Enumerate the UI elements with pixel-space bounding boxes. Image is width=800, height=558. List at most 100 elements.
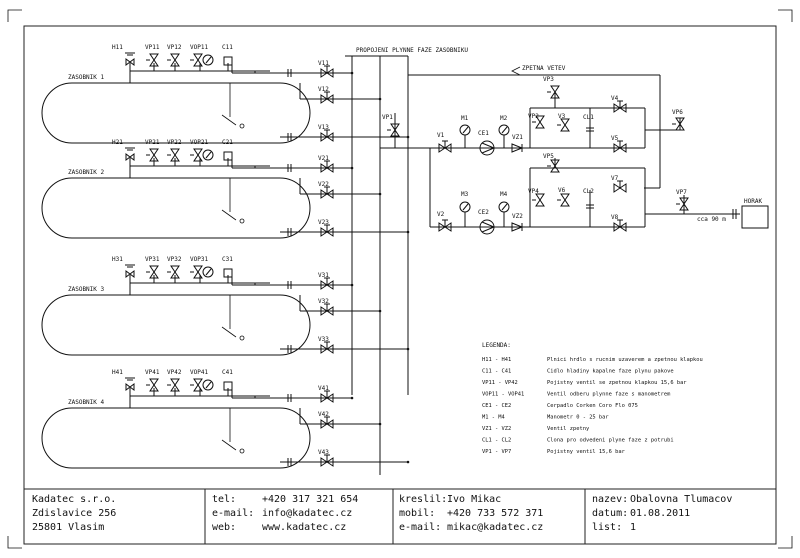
check-valve-vz2: [511, 222, 524, 232]
company-name: Kadatec s.r.o.: [32, 494, 116, 505]
gas-takeoff-valve: [190, 378, 203, 392]
name-value: Obalovna Tlumacov: [630, 494, 732, 505]
legend-title: LEGENDA:: [482, 342, 511, 349]
relief-valve-label: VP11: [145, 44, 160, 51]
vp6-label: VP6: [672, 109, 683, 116]
legend-code: VP1 - VP7: [482, 449, 511, 455]
relief-valve: [167, 378, 180, 392]
tank-name: ZASOBNIK 3: [68, 286, 105, 293]
relief-valve: [146, 265, 159, 279]
legend-code: VOP11 - VOP41: [482, 392, 524, 398]
tank-name: ZASOBNIK 4: [68, 399, 105, 406]
v1-label: V1: [437, 132, 445, 139]
web-value[interactable]: www.kadatec.cz: [262, 522, 346, 533]
relief-valve: [167, 53, 180, 67]
gas-takeoff-valve: [190, 53, 203, 67]
email-value[interactable]: info@kadatec.cz: [262, 508, 352, 519]
cl2-label: CL2: [583, 188, 594, 195]
relief-valve: [146, 53, 159, 67]
mobile-value: +420 733 572 371: [447, 508, 543, 519]
legend-code: CL1 - CL2: [482, 438, 511, 444]
v2-label: V2: [437, 211, 445, 218]
v3-label: V3: [558, 113, 566, 120]
tank-valve: [320, 303, 334, 316]
burner-box: [741, 205, 769, 229]
legend-desc: Manometr 0 - 25 bar: [547, 415, 609, 421]
tank-valve: [320, 416, 334, 429]
relief-valve-label: VP21: [145, 139, 160, 146]
gas-takeoff-label: VOP11: [190, 44, 208, 51]
legend-code: CE1 - CE2: [482, 403, 511, 409]
gas-takeoff-label: VOP31: [190, 256, 208, 263]
tel-label: tel:: [212, 494, 236, 505]
valve-v6: [557, 193, 570, 207]
web-label: web:: [212, 522, 236, 533]
level-sensor-label: C31: [222, 256, 233, 263]
tank-valve: [320, 277, 334, 290]
relief-valve-vp7: [676, 197, 689, 211]
relief-valve-label: VP42: [167, 369, 182, 376]
relief-valve-vp6: [672, 117, 685, 131]
tank-valve-label: V13: [318, 124, 329, 131]
filler-neck-label: H41: [112, 369, 123, 376]
v6-label: V6: [558, 187, 566, 194]
gauge-m4-icon: [498, 201, 510, 213]
tank-valve-label: V23: [318, 219, 329, 226]
ce2-label: CE2: [478, 209, 489, 216]
tank-valve-label: V22: [318, 181, 329, 188]
cl1-label: CL1: [583, 114, 594, 121]
legend-code: H11 - H41: [482, 357, 511, 363]
relief-valve: [167, 148, 180, 162]
tank-valve: [320, 341, 334, 354]
tank-valve-label: V42: [318, 411, 329, 418]
sheet-label: list:: [592, 522, 622, 533]
relief-valve-vp5: [547, 159, 560, 173]
tank-valve-label: V41: [318, 385, 329, 392]
drawing-frame: [23, 25, 777, 545]
vp4-label: VP4: [528, 188, 539, 195]
relief-valve-vp2: [532, 115, 545, 129]
gas-takeoff-valve: [190, 265, 203, 279]
relief-valve-label: VP41: [145, 369, 160, 376]
gauge-m1-icon: [459, 124, 471, 136]
pump-ce2-icon: [479, 219, 496, 235]
tank-valve: [320, 91, 334, 104]
tank-valve: [320, 224, 334, 237]
vp1-label: VP1: [382, 114, 393, 121]
distance-label: cca 90 m: [697, 216, 726, 223]
v4-label: V4: [611, 95, 619, 102]
relief-valve-label: VP32: [167, 256, 182, 263]
relief-valve-vp4: [532, 193, 545, 207]
vp2-label: VP2: [528, 113, 539, 120]
tank-name: ZASOBNIK 1: [68, 74, 105, 81]
sheet-value: 1: [630, 522, 636, 533]
tank-valve: [320, 65, 334, 78]
email2-value[interactable]: mikac@kadatec.cz: [447, 522, 543, 533]
ce1-label: CE1: [478, 130, 489, 137]
relief-valve: [146, 378, 159, 392]
legend-desc: Ventil zpetny: [547, 426, 590, 432]
gauge-icon: [202, 379, 214, 391]
v7-label: V7: [611, 175, 619, 182]
tank-valve-label: V12: [318, 86, 329, 93]
vp3-label: VP3: [543, 76, 554, 83]
tank-vessel: [41, 407, 311, 469]
tank-valve: [320, 390, 334, 403]
tel-value: +420 317 321 654: [262, 494, 358, 505]
email2-label: e-mail:: [399, 522, 441, 533]
tank-valve: [320, 454, 334, 467]
valve-v7: [613, 180, 627, 193]
vz1-label: VZ1: [512, 134, 523, 141]
level-sensor-label: C41: [222, 369, 233, 376]
legend-desc: Clona pro odvedeni plyne faze z potrubi: [547, 438, 674, 444]
tank-valve-label: V43: [318, 449, 329, 456]
tank-valve: [320, 160, 334, 173]
filler-neck-label: H31: [112, 256, 123, 263]
tank-valve-label: V11: [318, 60, 329, 67]
